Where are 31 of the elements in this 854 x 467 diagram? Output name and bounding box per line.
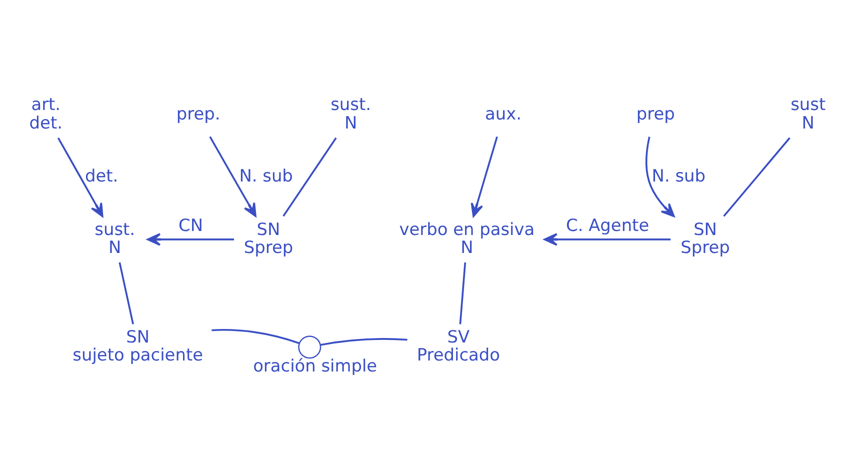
arrow	[470, 136, 498, 217]
node-text: prep	[636, 102, 675, 123]
connector	[723, 136, 790, 216]
edge-label: C. Agente	[566, 214, 650, 235]
node-text: SN Sprep	[244, 218, 294, 256]
connector	[459, 262, 466, 324]
arrow	[209, 136, 256, 216]
node-text: SV Predicado	[416, 326, 500, 364]
connector	[320, 338, 408, 346]
node-label: oración simple	[253, 355, 378, 376]
edge-label: CN	[178, 214, 204, 235]
node-text: prep.	[176, 102, 220, 123]
arrow	[146, 232, 234, 246]
node-text: art. det.	[29, 94, 62, 132]
node-text: SN sujeto paciente	[72, 326, 204, 364]
arrow	[57, 136, 104, 217]
node-text: aux.	[484, 102, 522, 123]
edge-label: det.	[84, 165, 118, 186]
node-text: sust. N	[94, 218, 136, 256]
node-text: sust N	[790, 94, 826, 132]
arrow	[646, 136, 675, 217]
node-text: SN Sprep	[680, 218, 730, 256]
connector	[118, 262, 134, 324]
node-text: sust. N	[330, 94, 371, 132]
connector	[212, 328, 300, 344]
node-text: verbo en pasiva N	[399, 218, 535, 256]
connector	[282, 136, 337, 216]
node-circle	[298, 335, 322, 358]
edge-label: N. sub	[652, 165, 706, 186]
edge-label: N. sub	[239, 165, 293, 186]
arrow	[544, 232, 671, 246]
